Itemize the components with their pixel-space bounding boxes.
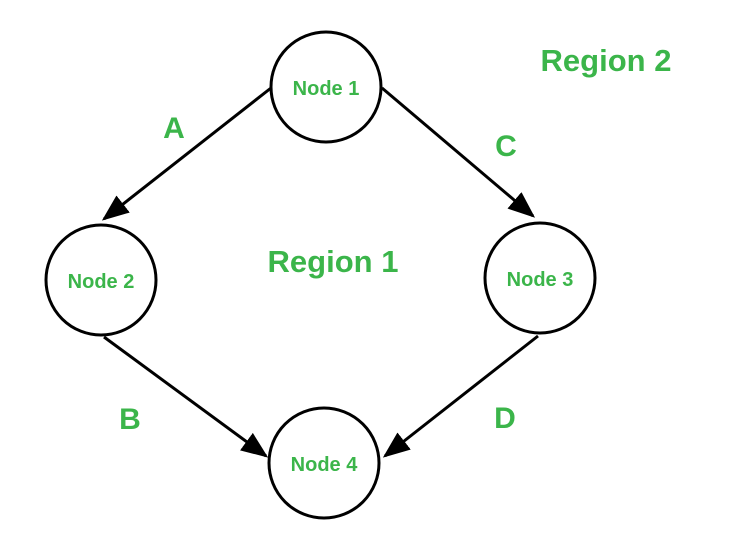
region-label-1: Region 1 — [268, 244, 399, 279]
edge-label-b: B — [119, 403, 141, 436]
node-circle-3 — [483, 221, 597, 335]
edge-line-c — [381, 86, 536, 218]
node-circle-1 — [269, 30, 383, 144]
edge-line-a — [101, 86, 272, 221]
edge-line-d — [382, 334, 539, 458]
node-circle-2 — [44, 223, 158, 337]
edge-label-c: C — [495, 130, 517, 163]
node-label-4: Node 4 — [291, 454, 359, 476]
node-label-3: Node 3 — [507, 269, 574, 291]
node-circle-4 — [267, 406, 381, 520]
node-label-2: Node 2 — [68, 271, 135, 293]
edge-line-b — [103, 335, 269, 458]
node-label-1: Node 1 — [293, 78, 360, 100]
edge-label-d: D — [494, 402, 516, 435]
region-label-2: Region 2 — [541, 43, 672, 78]
edge-label-a: A — [163, 112, 185, 145]
